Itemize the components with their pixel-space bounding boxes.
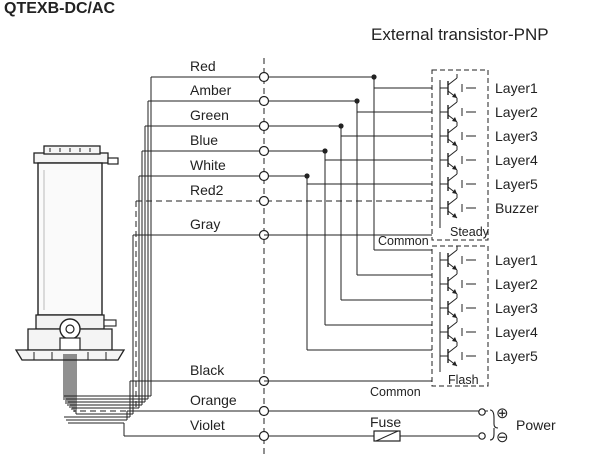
wire-blue-label: Blue bbox=[190, 132, 218, 148]
steady-output-label-layer3: Layer3 bbox=[495, 128, 538, 144]
tap-node-1 bbox=[371, 74, 377, 80]
flash-output-label-layer5: Layer5 bbox=[495, 348, 538, 364]
steady-label: Steady bbox=[450, 225, 490, 239]
power-terminal-plus bbox=[478, 408, 486, 416]
flash-output-label-layer2: Layer2 bbox=[495, 276, 538, 292]
power-minus-symbol: ⊖ bbox=[496, 429, 509, 446]
steady-output-label-layer5: Layer5 bbox=[495, 176, 538, 192]
wire-green-terminal bbox=[258, 120, 270, 132]
steady-common-label: Common bbox=[378, 234, 429, 248]
wire-black-label: Black bbox=[190, 362, 225, 378]
wire-amber-terminal bbox=[258, 95, 270, 107]
tap-node-2 bbox=[354, 98, 360, 104]
wire-red2-terminal bbox=[258, 195, 270, 207]
model-name: QTEXB-DC/AC bbox=[4, 0, 116, 17]
wire-white-label: White bbox=[190, 157, 226, 173]
flash-transistor-1 bbox=[440, 246, 476, 271]
wire-amber-label: Amber bbox=[190, 82, 232, 98]
tap-node-4 bbox=[322, 148, 328, 154]
power-terminal-minus bbox=[478, 432, 486, 440]
fuse-label: Fuse bbox=[370, 414, 401, 430]
flash-label: Flash bbox=[448, 373, 479, 387]
steady-transistor-6 bbox=[440, 194, 476, 219]
wire-orange-label: Orange bbox=[190, 392, 237, 408]
flash-transistor-3 bbox=[440, 294, 476, 319]
wire-violet-terminal bbox=[258, 430, 270, 442]
flash-transistor-5 bbox=[440, 342, 476, 367]
steady-transistor-4 bbox=[440, 146, 476, 171]
steady-transistor-2 bbox=[440, 98, 476, 123]
wire-red-terminal bbox=[258, 71, 270, 83]
steady-output-label-layer1: Layer1 bbox=[495, 80, 538, 96]
flash-output-box bbox=[431, 245, 489, 387]
flash-output-label-layer1: Layer1 bbox=[495, 252, 538, 268]
wire-white-terminal bbox=[258, 170, 270, 182]
wire-green-label: Green bbox=[190, 107, 229, 123]
wire-red-label: Red bbox=[190, 58, 216, 74]
tap-node-5 bbox=[304, 173, 310, 179]
flash-common-label: Common bbox=[370, 385, 421, 399]
power-label: Power bbox=[516, 417, 556, 433]
steady-output-box bbox=[431, 69, 489, 241]
flash-output-label-layer3: Layer3 bbox=[495, 300, 538, 316]
power-plus-symbol: ⊕ bbox=[496, 405, 509, 422]
tower-light-device bbox=[14, 145, 126, 414]
wire-red2-label: Red2 bbox=[190, 182, 224, 198]
steady-transistor-1 bbox=[440, 74, 476, 99]
wire-orange-terminal bbox=[258, 405, 270, 417]
wire-blue-terminal bbox=[258, 145, 270, 157]
steady-transistor-5 bbox=[440, 170, 476, 195]
steady-output-label-layer2: Layer2 bbox=[495, 104, 538, 120]
diagram-subtitle: External transistor-PNP bbox=[371, 25, 549, 44]
steady-transistor-3 bbox=[440, 122, 476, 147]
steady-output-label-buzzer: Buzzer bbox=[495, 200, 539, 216]
power-bracket bbox=[489, 409, 499, 441]
steady-output-label-layer4: Layer4 bbox=[495, 152, 538, 168]
flash-output-label-layer4: Layer4 bbox=[495, 324, 538, 340]
wire-gray-label: Gray bbox=[190, 216, 220, 232]
flash-transistor-4 bbox=[440, 318, 476, 343]
wire-violet-label: Violet bbox=[190, 417, 225, 433]
tap-node-3 bbox=[338, 123, 344, 129]
flash-transistor-2 bbox=[440, 270, 476, 295]
